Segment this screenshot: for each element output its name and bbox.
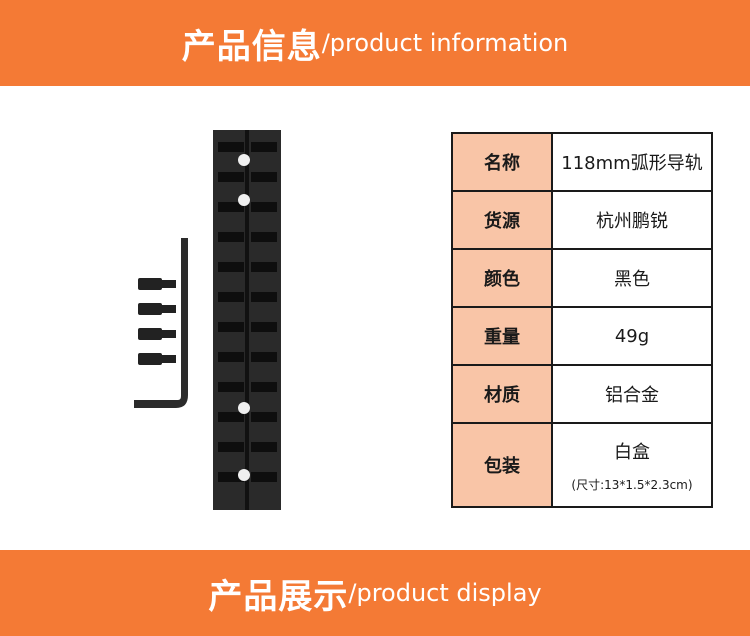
rail-slot [251,442,277,452]
spec-value: 黑色 [551,248,713,308]
rail-slot [218,352,244,362]
rail-slot [218,412,244,422]
rail-slot [251,472,277,482]
rail-slot [251,412,277,422]
rail-slot [218,262,244,272]
spec-label: 颜色 [451,248,553,308]
footer-title-cn: 产品展示 [208,576,349,617]
spec-label: 名称 [451,132,553,192]
hex-key [134,238,188,408]
rail-slots [218,142,277,482]
spec-label: 包装 [451,422,553,508]
rail-slot [218,202,244,212]
spec-row-name: 名称 118mm弧形导轨 [451,132,713,192]
product-image [134,130,281,510]
spec-value: 49g [551,306,713,366]
rail-slot [251,142,277,152]
spec-label: 货源 [451,190,553,250]
spec-label: 材质 [451,364,553,424]
rail-slot [251,292,277,302]
spec-note: (尺寸:13*1.5*2.3cm) [571,477,693,492]
spec-value-package: 白盒 (尺寸:13*1.5*2.3cm) [551,422,713,508]
spec-table: 名称 118mm弧形导轨 货源 杭州鹏锐 颜色 黑色 重量 49g 材质 铝合金… [451,132,713,508]
spec-row-color: 颜色 黑色 [451,248,713,308]
rail-slot [218,472,244,482]
rail [213,130,281,510]
spec-value: 118mm弧形导轨 [551,132,713,192]
footer-title-en: /product display [348,579,542,607]
footer-banner: 产品展示/product display [0,550,750,636]
header-banner: 产品信息/product information [0,0,750,86]
spec-label: 重量 [451,306,553,366]
rail-slot [251,322,277,332]
spec-value: 铝合金 [551,364,713,424]
rail-slot [251,262,277,272]
spec-row-weight: 重量 49g [451,306,713,366]
rail-slot [218,292,244,302]
rail-slot [218,442,244,452]
rail-holes [238,154,250,481]
spec-value: 白盒 [614,441,650,463]
rail-slot [218,322,244,332]
spec-value: 杭州鹏锐 [551,190,713,250]
header-title-cn: 产品信息 [181,26,322,67]
screw-set [138,278,176,365]
spec-row-package: 包装 白盒 (尺寸:13*1.5*2.3cm) [451,422,713,508]
spec-row-source: 货源 杭州鹏锐 [451,190,713,250]
spec-row-material: 材质 铝合金 [451,364,713,424]
header-title-en: /product information [321,29,569,57]
rail-slot [218,382,244,392]
rail-slot [218,232,244,242]
rail-slot [251,172,277,182]
rail-slot [251,202,277,212]
rail-slot [251,382,277,392]
rail-slot [251,232,277,242]
rail-slot [218,172,244,182]
rail-slot [218,142,244,152]
rail-slot [251,352,277,362]
